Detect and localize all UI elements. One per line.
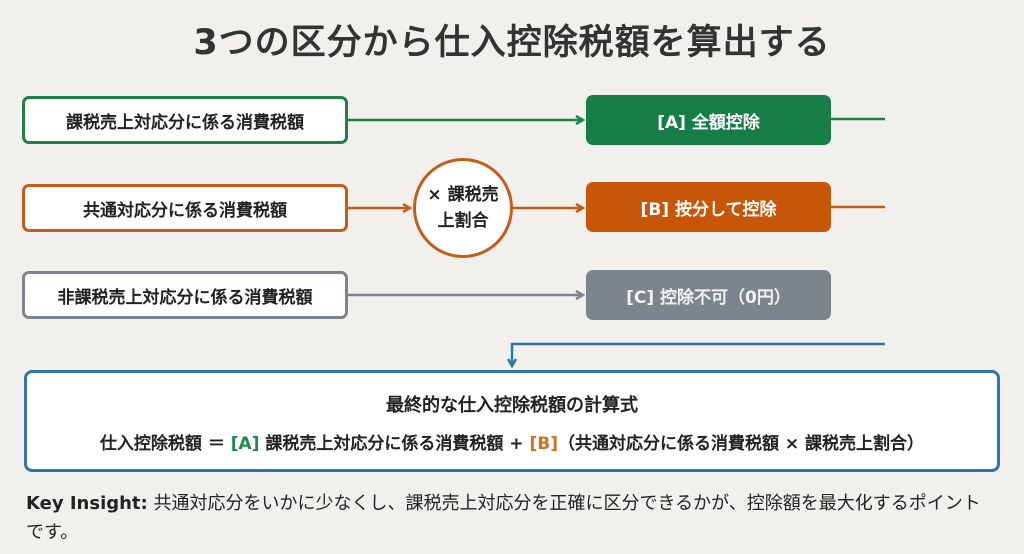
formula-lhs: 仕入控除税額 ＝ — [99, 434, 231, 454]
key-insight-label: Key Insight: — [26, 493, 148, 514]
formula-box: 最終的な仕入控除税額の計算式 仕入控除税額 ＝ [A] 課税売上対応分に係る消費… — [24, 370, 1000, 472]
formula-tag-a: [A] — [230, 434, 260, 454]
formula-expression: 仕入控除税額 ＝ [A] 課税売上対応分に係る消費税額 + [B]（共通対応分に… — [27, 429, 997, 454]
key-insight: Key Insight: 共通対応分をいかに少なくし、課税売上対応分を正確に区分… — [26, 489, 996, 547]
key-insight-text: 共通対応分をいかに少なくし、課税売上対応分を正確に区分できるかが、控除額を最大化… — [26, 493, 981, 543]
multiplier-line2: 上割合 — [437, 211, 489, 231]
source-nontaxable-sales: 非課税売上対応分に係る消費税額 — [22, 271, 348, 319]
taxable-sales-ratio-multiplier: × 課税売 上割合 — [413, 158, 513, 258]
formula-part-b: （共通対応分に係る消費税額 × 課税売上割合） — [557, 434, 925, 454]
page-title: 3つの区分から仕入控除税額を算出する — [193, 23, 831, 63]
multiplier-line1: × 課税売 — [427, 185, 499, 205]
formula-title: 最終的な仕入控除税額の計算式 — [386, 395, 638, 416]
result-b-proportional: [B] 按分して控除 — [586, 182, 831, 232]
result-a-full-deduction: [A] 全額控除 — [586, 95, 831, 145]
result-c-not-deductible: [C] 控除不可（0円） — [586, 270, 831, 320]
source-common: 共通対応分に係る消費税額 — [22, 184, 348, 232]
source-taxable-sales: 課税売上対応分に係る消費税額 — [22, 96, 348, 144]
arrow-to-formula — [512, 342, 885, 366]
formula-part-a: 課税売上対応分に係る消費税額 + — [259, 434, 530, 454]
formula-tag-b: [B] — [529, 434, 558, 454]
